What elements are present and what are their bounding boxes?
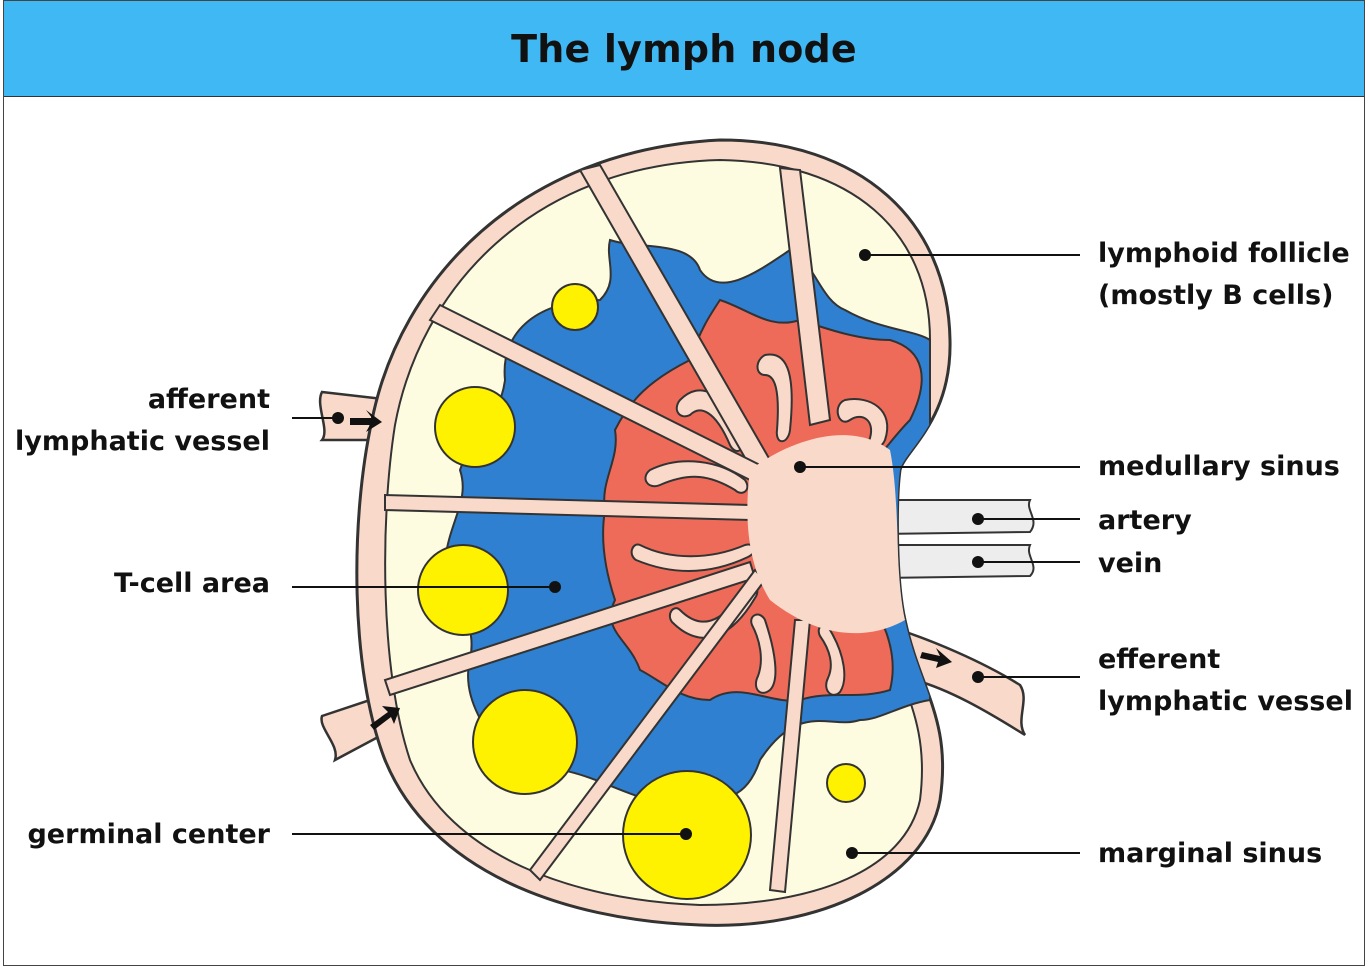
label-artery: artery bbox=[1098, 505, 1192, 536]
sinus-channels bbox=[630, 353, 889, 696]
label-afferent-line1: afferent bbox=[148, 384, 270, 415]
label-lymphoid-follicle-line2: (mostly B cells) bbox=[1098, 280, 1333, 311]
label-lymphoid-follicle-line1: lymphoid follicle bbox=[1098, 238, 1350, 269]
diagram-title: The lymph node bbox=[511, 26, 857, 71]
label-germinal-center: germinal center bbox=[27, 819, 270, 850]
trabeculae bbox=[383, 163, 832, 894]
label-medullary-sinus: medullary sinus bbox=[1098, 451, 1340, 482]
label-marginal-sinus: marginal sinus bbox=[1098, 838, 1322, 869]
label-afferent-line2: lymphatic vessel bbox=[15, 426, 270, 457]
leader-lines bbox=[292, 254, 1080, 854]
label-efferent-line2: lymphatic vessel bbox=[1098, 686, 1353, 717]
flow-arrows bbox=[350, 410, 952, 730]
label-vein: vein bbox=[1098, 548, 1162, 579]
medullary-sinus bbox=[747, 435, 905, 634]
label-t-cell-area: T-cell area bbox=[114, 568, 270, 599]
leader-dots bbox=[332, 249, 984, 859]
label-efferent-line1: efferent bbox=[1098, 644, 1220, 675]
blood-vessels bbox=[879, 499, 1035, 580]
title-bar: The lymph node bbox=[4, 1, 1364, 97]
